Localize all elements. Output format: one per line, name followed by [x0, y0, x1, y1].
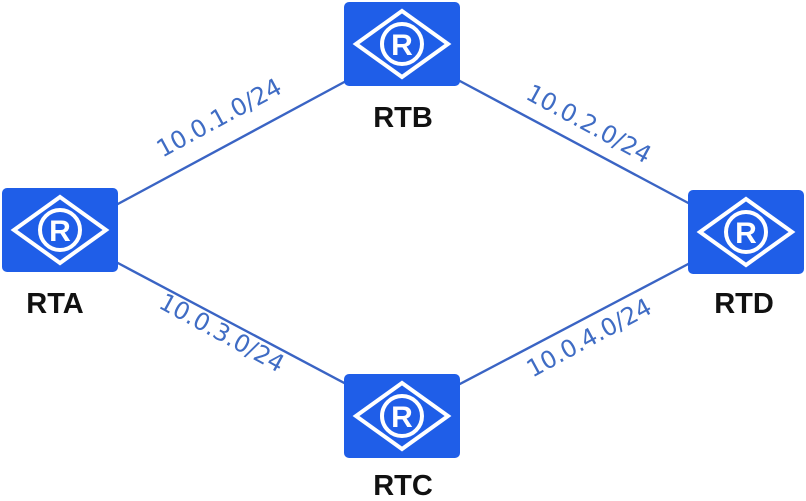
router-label-rtd: RTD: [714, 288, 774, 320]
router-rtc[interactable]: RTC: [342, 372, 462, 501]
router-label-rtb: RTB: [373, 102, 433, 134]
router-rta[interactable]: RTA: [0, 186, 120, 320]
link-rta-rtb: [115, 78, 349, 207]
router-icon: [0, 186, 120, 274]
subnet-label-rta-rtc: 10.0.3.0/24: [155, 288, 290, 378]
subnet-label-rtc-rtd: 10.0.4.0/24: [522, 293, 657, 383]
router-label-rtc: RTC: [373, 470, 433, 501]
router-rtb[interactable]: RTB: [342, 0, 462, 134]
link-rtc-rtd: [457, 260, 693, 387]
link-rta-rtc: [115, 260, 349, 387]
link-rtb-rtd: [457, 78, 693, 207]
router-icon: [686, 188, 806, 276]
router-icon: [342, 372, 462, 460]
router-label-rta: RTA: [26, 288, 84, 320]
router-icon: [342, 0, 462, 88]
links: [115, 78, 693, 387]
router-rtd[interactable]: RTD: [686, 188, 806, 320]
